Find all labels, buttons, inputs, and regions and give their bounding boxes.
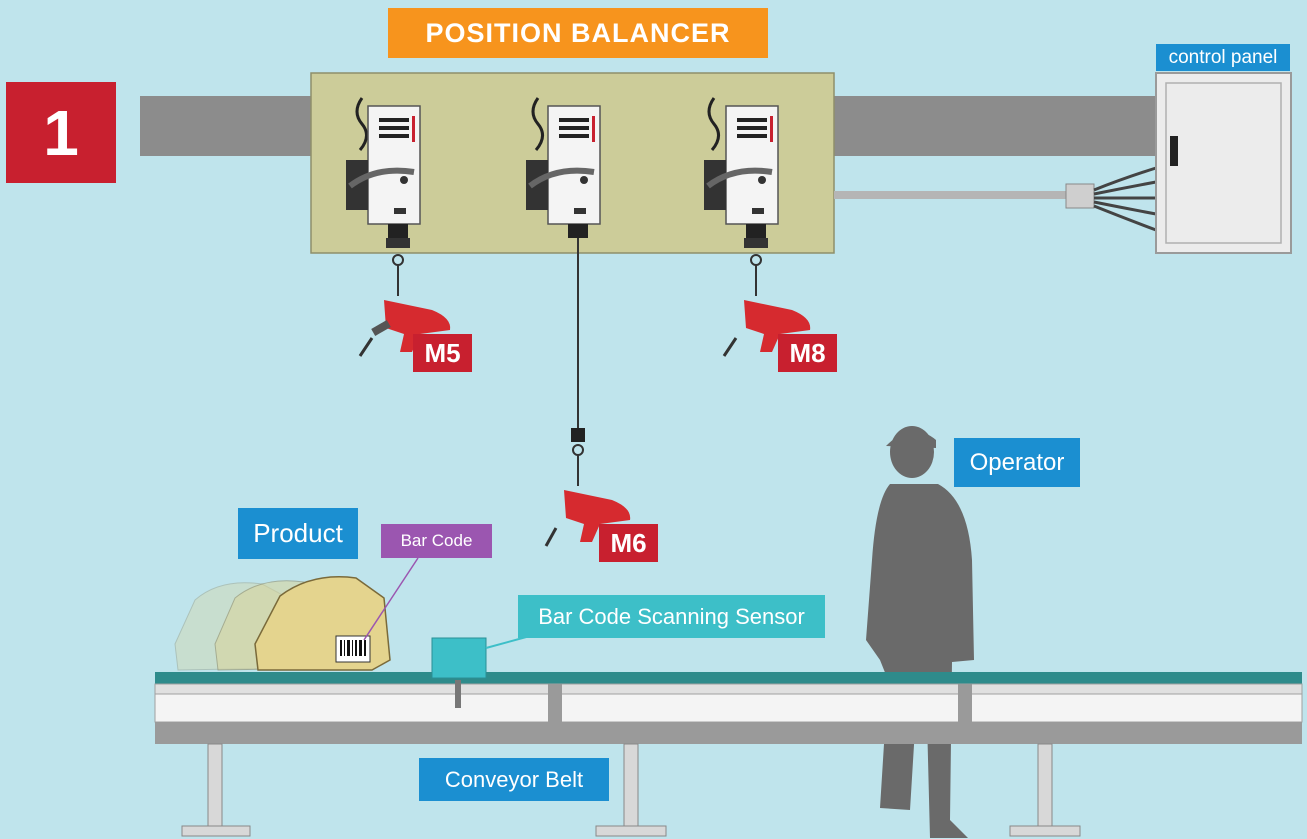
- clamp-m6: [571, 428, 585, 442]
- operator-label: Operator: [954, 438, 1080, 487]
- bar-code-label: Bar Code: [381, 524, 492, 558]
- control-panel-door: [1165, 82, 1282, 244]
- balancer-unit-3: [704, 97, 779, 248]
- control-panel-handle: [1170, 136, 1178, 166]
- conveyor-legs: [181, 743, 1081, 837]
- sensor-pointer: [485, 635, 531, 649]
- overhead-rail-right: [830, 96, 1160, 156]
- title-banner: POSITION BALANCER: [388, 8, 768, 58]
- product-item: [254, 576, 391, 671]
- tool-m8-label: M8: [778, 334, 837, 372]
- hanger-m5: [392, 254, 404, 296]
- control-panel-label: control panel: [1156, 44, 1290, 71]
- drill-m6-icon: [544, 490, 631, 547]
- balancer-unit-2: [526, 97, 601, 238]
- control-panel-cabinet: [1155, 72, 1292, 254]
- cable-wires: [1093, 166, 1157, 232]
- barcode-icon: [340, 640, 366, 656]
- tool-m5-label: M5: [413, 334, 472, 372]
- overhead-rail-left: [140, 96, 315, 156]
- balancer-unit-1: [346, 97, 421, 248]
- drill-m5-icon: [358, 300, 451, 357]
- hanger-m6: [572, 444, 584, 486]
- tool-m6-label: M6: [599, 524, 658, 562]
- cable-connector: [1065, 183, 1095, 209]
- drill-m8-icon: [722, 300, 811, 357]
- operator-silhouette: [866, 426, 974, 838]
- scanning-sensor-label: Bar Code Scanning Sensor: [518, 595, 825, 638]
- control-cable: [834, 191, 1068, 199]
- step-number-badge: 1: [6, 82, 116, 183]
- sensor-stem: [455, 680, 461, 708]
- hanger-m8: [750, 254, 762, 296]
- product-label: Product: [238, 508, 358, 559]
- barcode-pointer: [363, 557, 419, 641]
- scanner-sensor: [431, 637, 487, 679]
- conveyor-belt-label: Conveyor Belt: [419, 758, 609, 801]
- conveyor-belt: [154, 672, 1303, 744]
